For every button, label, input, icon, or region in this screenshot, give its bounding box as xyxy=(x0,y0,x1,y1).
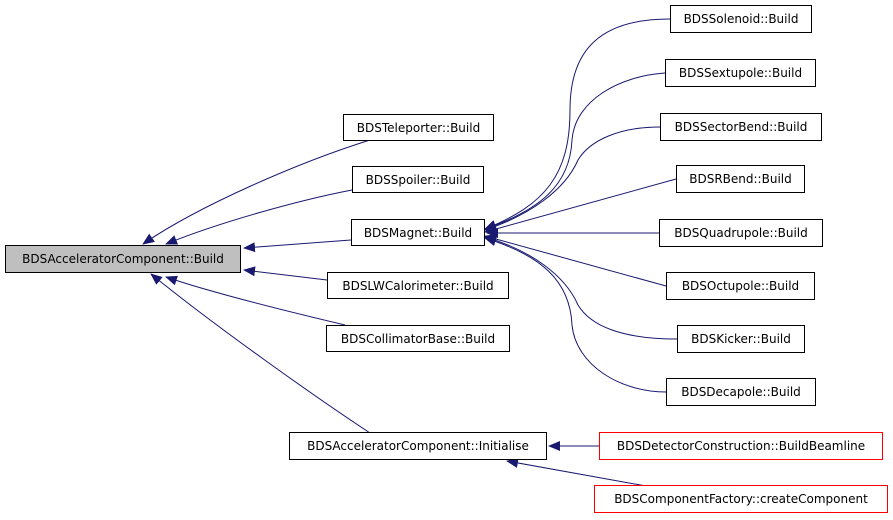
edge-spoiler-to-root xyxy=(165,189,353,245)
edge-sectorbend-to-magnet xyxy=(484,126,661,232)
node-bdslwcalorimeter-build[interactable]: BDSLWCalorimeter::Build xyxy=(327,272,509,299)
node-bdsdetectorconstruction-buildbeamline[interactable]: BDSDetectorConstruction::BuildBeamline xyxy=(599,432,883,460)
node-bdssextupole-build[interactable]: BDSSextupole::Build xyxy=(665,59,816,87)
node-bdscollimatorbase-build[interactable]: BDSCollimatorBase::Build xyxy=(326,325,510,352)
node-bdsteleporter-build[interactable]: BDSTeleporter::Build xyxy=(343,114,494,141)
node-bdsspoiler-build[interactable]: BDSSpoiler::Build xyxy=(352,166,484,193)
node-bdsacceleratorcomponent-initialise[interactable]: BDSAcceleratorComponent::Initialise xyxy=(289,432,547,460)
edge-collimatorbase-to-root xyxy=(165,275,346,326)
edge-lwcalorimeter-to-root xyxy=(243,266,328,281)
node-bdsquadrupole-build[interactable]: BDSQuadrupole::Build xyxy=(659,219,823,247)
edge-magnet-to-root xyxy=(243,239,352,253)
edge-teleporter-to-root xyxy=(142,139,371,245)
node-bdsdecapole-build[interactable]: BDSDecapole::Build xyxy=(666,378,816,406)
edge-sextupole-to-magnet xyxy=(484,72,666,231)
node-bdsacceleratorcomponent-build[interactable]: BDSAcceleratorComponent::Build xyxy=(5,245,241,273)
node-bdskicker-build[interactable]: BDSKicker::Build xyxy=(677,325,805,353)
edge-decapole-to-magnet xyxy=(484,236,667,393)
node-bdssectorbend-build[interactable]: BDSSectorBend::Build xyxy=(660,113,822,141)
edge-octupole-to-magnet xyxy=(484,234,667,287)
node-bdssolenoid-build[interactable]: BDSSolenoid::Build xyxy=(670,5,812,33)
node-bdsmagnet-build[interactable]: BDSMagnet::Build xyxy=(351,219,485,246)
node-bdsoctupole-build[interactable]: BDSOctupole::Build xyxy=(666,272,815,300)
node-bdscomponentfactory-createcomponent[interactable]: BDSComponentFactory::createComponent xyxy=(594,485,888,513)
edge-componentfactory-to-initialise xyxy=(506,458,647,487)
node-bdsrbend-build[interactable]: BDSRBend::Build xyxy=(676,165,805,193)
edge-kicker-to-magnet xyxy=(484,235,678,340)
edge-initialise-to-root xyxy=(150,273,371,434)
edge-solenoid-to-magnet xyxy=(484,18,671,230)
edge-rbend-to-magnet xyxy=(484,178,677,234)
